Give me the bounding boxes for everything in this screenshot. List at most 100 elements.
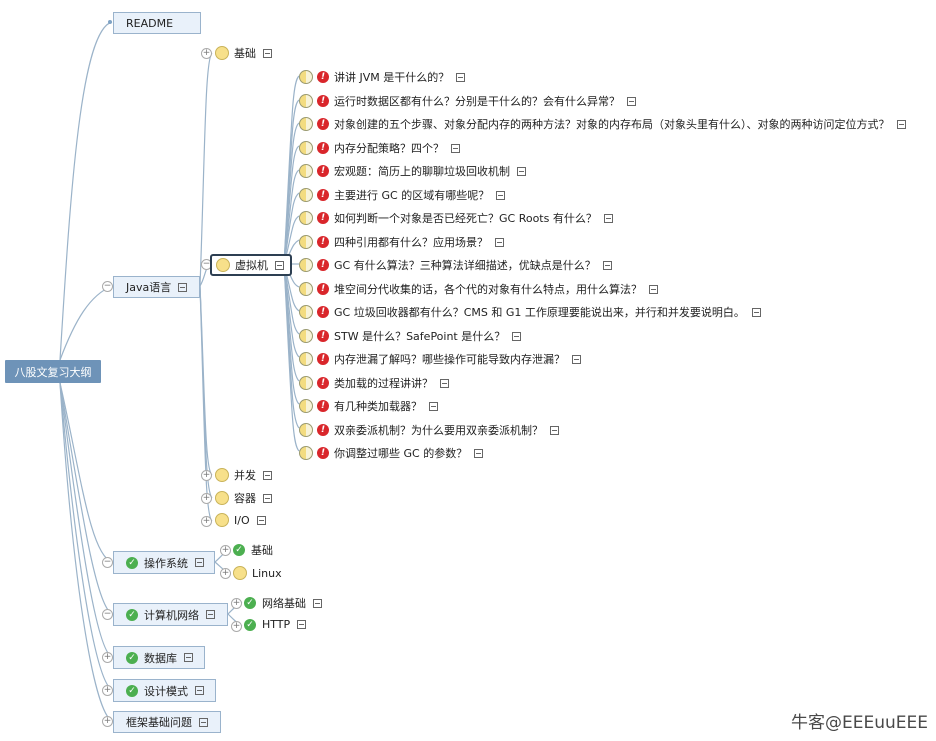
note-icon[interactable] bbox=[195, 558, 204, 567]
priority-alert-icon: ! bbox=[317, 283, 329, 295]
node-java-basics[interactable]: 基础 bbox=[215, 45, 272, 61]
collapse-toggle-icon[interactable]: − bbox=[102, 281, 113, 292]
jvm-item[interactable]: !运行时数据区都有什么？分别是干什么的？会有什么异常？ bbox=[299, 93, 636, 109]
node-io[interactable]: I/O bbox=[215, 513, 266, 527]
expand-toggle-icon[interactable]: + bbox=[201, 493, 212, 504]
expand-toggle-icon[interactable]: + bbox=[102, 716, 113, 727]
note-icon[interactable] bbox=[429, 401, 438, 411]
node-network[interactable]: ✓ 计算机网络 bbox=[113, 603, 228, 626]
check-icon: ✓ bbox=[126, 608, 138, 621]
jvm-item[interactable]: !类加载的过程讲讲？ bbox=[299, 375, 449, 391]
note-icon[interactable] bbox=[256, 515, 266, 525]
expand-toggle-icon[interactable]: + bbox=[201, 516, 212, 527]
node-linux[interactable]: Linux bbox=[233, 566, 282, 580]
expand-toggle-icon[interactable]: + bbox=[231, 598, 242, 609]
note-icon[interactable] bbox=[456, 72, 466, 82]
collapse-toggle-icon[interactable]: − bbox=[102, 609, 113, 620]
note-icon[interactable] bbox=[263, 493, 272, 503]
node-java[interactable]: Java语言 bbox=[113, 276, 200, 298]
note-icon[interactable] bbox=[297, 620, 307, 629]
jvm-item[interactable]: !主要进行 GC 的区域有哪些呢？ bbox=[299, 187, 506, 203]
progress-half-icon bbox=[299, 282, 313, 296]
note-icon[interactable] bbox=[451, 143, 460, 153]
expand-toggle-icon[interactable]: + bbox=[102, 652, 113, 663]
expand-toggle-icon[interactable]: + bbox=[231, 621, 242, 632]
progress-half-icon bbox=[299, 399, 313, 413]
note-icon[interactable] bbox=[550, 425, 559, 435]
note-icon[interactable] bbox=[751, 307, 761, 317]
note-icon[interactable] bbox=[495, 237, 504, 247]
note-icon[interactable] bbox=[184, 653, 193, 662]
node-os[interactable]: ✓ 操作系统 bbox=[113, 551, 215, 574]
priority-alert-icon: ! bbox=[317, 212, 329, 224]
node-label: 并发 bbox=[234, 469, 256, 482]
jvm-item-label: GC 有什么算法？三种算法详细描述，优缺点是什么？ bbox=[334, 259, 596, 272]
note-icon[interactable] bbox=[572, 354, 581, 364]
jvm-item-label: 类加载的过程讲讲？ bbox=[334, 377, 433, 390]
note-icon[interactable] bbox=[263, 470, 272, 480]
note-icon[interactable] bbox=[199, 717, 208, 727]
progress-half-icon bbox=[299, 376, 313, 390]
note-icon[interactable] bbox=[512, 331, 522, 341]
priority-alert-icon: ! bbox=[317, 447, 329, 459]
note-icon[interactable] bbox=[496, 190, 506, 200]
expand-toggle-icon[interactable]: + bbox=[220, 545, 231, 556]
node-concurrency[interactable]: 并发 bbox=[215, 467, 272, 483]
expand-toggle-icon[interactable]: + bbox=[201, 48, 212, 59]
priority-alert-icon: ! bbox=[317, 95, 329, 107]
collapse-toggle-icon[interactable]: − bbox=[102, 557, 113, 568]
jvm-item[interactable]: !STW 是什么？SafePoint 是什么？ bbox=[299, 328, 522, 344]
jvm-item[interactable]: !对象创建的五个步骤、对象分配内存的两种方法？对象的内存布局（对象头里有什么）、… bbox=[299, 116, 906, 132]
progress-half-icon bbox=[299, 329, 313, 343]
note-icon[interactable] bbox=[517, 166, 526, 176]
node-design-patterns[interactable]: ✓ 设计模式 bbox=[113, 679, 216, 702]
note-icon[interactable] bbox=[440, 378, 449, 388]
note-icon[interactable] bbox=[178, 282, 188, 292]
node-readme[interactable]: README bbox=[113, 12, 201, 34]
jvm-item[interactable]: !有几种类加载器？ bbox=[299, 398, 438, 414]
node-os-basics[interactable]: ✓ 基础 bbox=[233, 542, 273, 558]
jvm-item[interactable]: !GC 垃圾回收器都有什么？CMS 和 G1 工作原理要能说出来，并行和并发要说… bbox=[299, 304, 761, 320]
node-database[interactable]: ✓ 数据库 bbox=[113, 646, 205, 669]
jvm-item[interactable]: !内存分配策略？四个？ bbox=[299, 140, 460, 156]
note-icon[interactable] bbox=[627, 96, 636, 106]
jvm-item[interactable]: !内存泄漏了解吗？哪些操作可能导致内存泄漏？ bbox=[299, 351, 581, 367]
node-jvm-selected[interactable]: 虚拟机 bbox=[210, 254, 292, 276]
note-icon[interactable] bbox=[206, 610, 215, 619]
note-icon[interactable] bbox=[195, 686, 204, 695]
jvm-item[interactable]: ! GC 有什么算法？三种算法详细描述，优缺点是什么？ bbox=[299, 257, 612, 273]
expand-toggle-icon[interactable]: + bbox=[220, 568, 231, 579]
note-icon[interactable] bbox=[275, 260, 284, 270]
note-icon[interactable] bbox=[896, 119, 906, 129]
node-label: 基础 bbox=[234, 47, 256, 60]
jvm-item[interactable]: !堆空间分代收集的话，各个代的对象有什么特点，用什么算法？ bbox=[299, 281, 658, 297]
note-icon[interactable] bbox=[649, 284, 658, 294]
node-frameworks[interactable]: 框架基础问题 bbox=[113, 711, 221, 733]
circle-icon bbox=[215, 468, 229, 482]
jvm-item-label: STW 是什么？SafePoint 是什么？ bbox=[334, 330, 506, 343]
note-icon[interactable] bbox=[474, 448, 484, 458]
check-icon: ✓ bbox=[126, 651, 138, 664]
jvm-item-label: 你调整过哪些 GC 的参数？ bbox=[334, 447, 468, 460]
priority-alert-icon: ! bbox=[317, 259, 329, 271]
node-http[interactable]: ✓ HTTP bbox=[244, 618, 307, 631]
jvm-item[interactable]: !四种引用都有什么？应用场景？ bbox=[299, 234, 504, 250]
expand-toggle-icon[interactable]: + bbox=[102, 685, 113, 696]
jvm-item[interactable]: !宏观题：简历上的聊聊垃圾回收机制 bbox=[299, 163, 526, 179]
jvm-item[interactable]: ! 你调整过哪些 GC 的参数？ bbox=[299, 445, 484, 461]
note-icon[interactable] bbox=[263, 48, 272, 58]
progress-half-icon bbox=[299, 94, 313, 108]
jvm-item-label: 主要进行 GC 的区域有哪些呢？ bbox=[334, 189, 490, 202]
progress-half-icon bbox=[299, 423, 313, 437]
note-icon[interactable] bbox=[603, 213, 613, 223]
jvm-item[interactable]: !如何判断一个对象是否已经死亡？GC Roots 有什么？ bbox=[299, 210, 613, 226]
node-network-basics[interactable]: ✓ 网络基础 bbox=[244, 595, 322, 611]
root-node[interactable]: 八股文复习大纲 bbox=[5, 360, 101, 383]
expand-toggle-icon[interactable]: + bbox=[201, 470, 212, 481]
jvm-item[interactable]: !双亲委派机制？为什么要用双亲委派机制？ bbox=[299, 422, 559, 438]
priority-alert-icon: ! bbox=[317, 71, 329, 83]
node-containers[interactable]: 容器 bbox=[215, 490, 272, 506]
note-icon[interactable] bbox=[313, 598, 322, 608]
jvm-item[interactable]: !讲讲 JVM 是干什么的？ bbox=[299, 69, 466, 85]
note-icon[interactable] bbox=[602, 260, 612, 270]
